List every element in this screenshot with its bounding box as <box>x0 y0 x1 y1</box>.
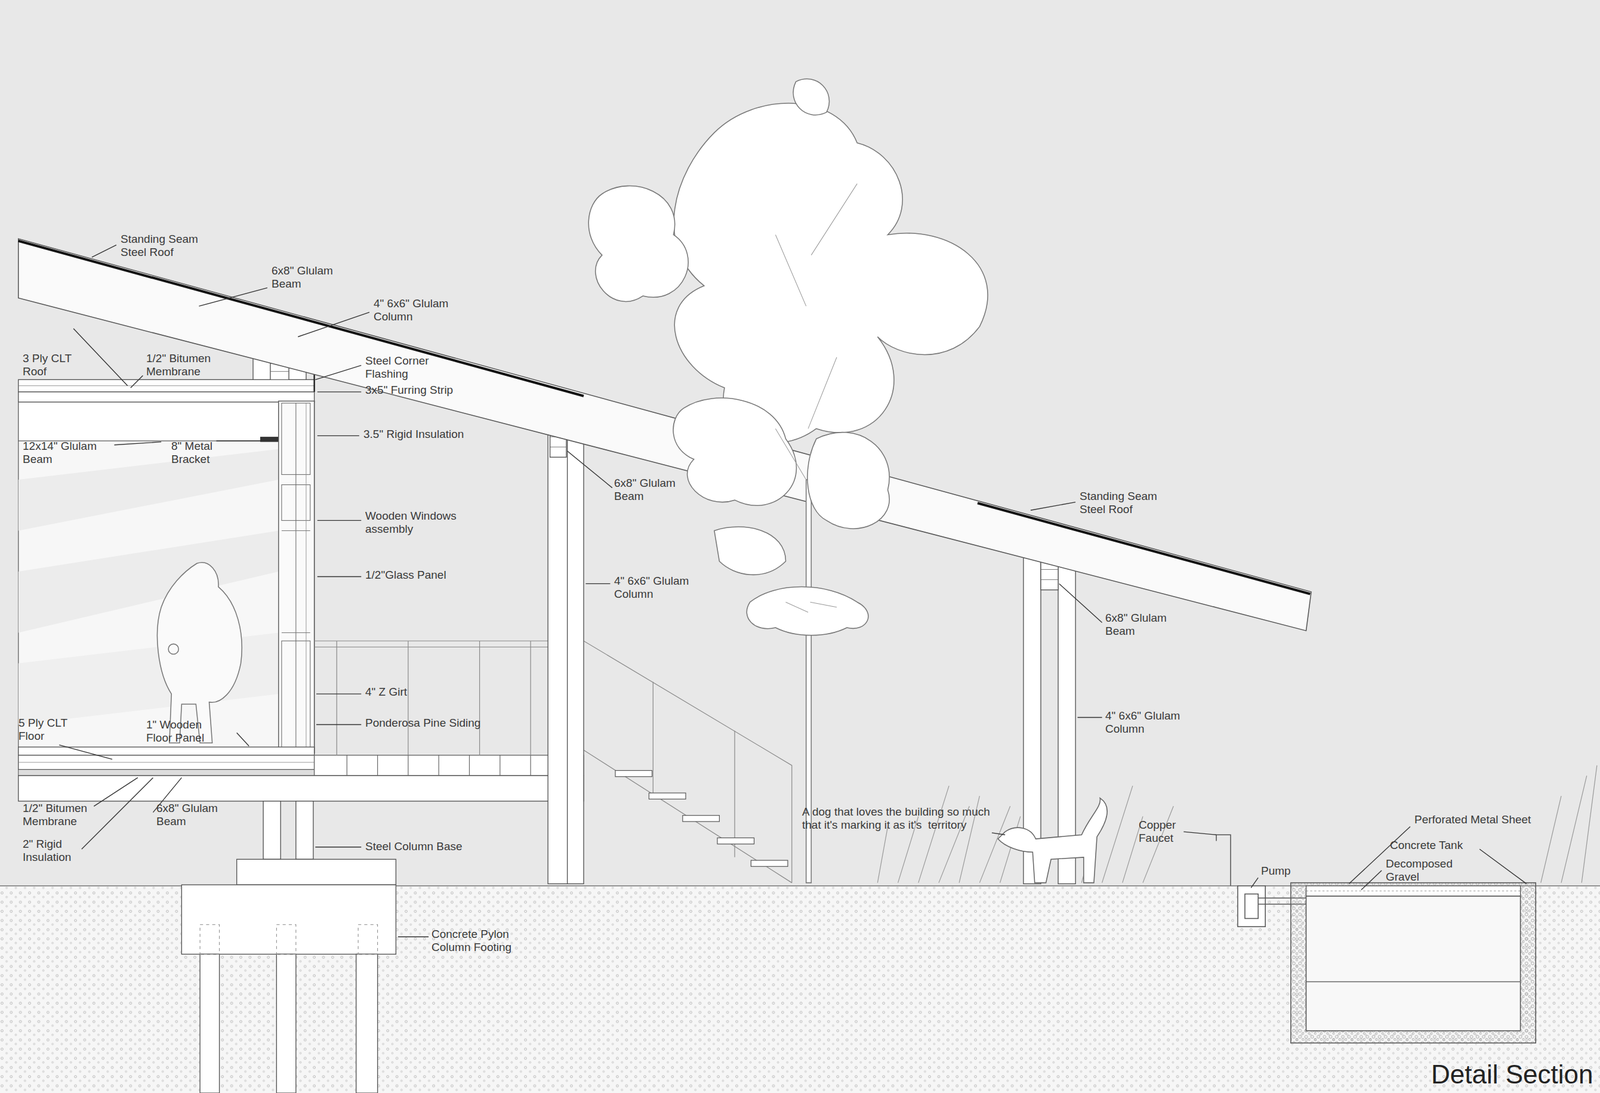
callout-label: 8" Metal Bracket <box>171 439 233 467</box>
drawing-caption: Detail Section <box>1431 1059 1593 1090</box>
callout-label: Copper Faucet <box>1138 818 1190 846</box>
callout-label: 6x8" Glulam Beam <box>271 264 354 291</box>
callout-label: 3 Ply CLT Roof <box>22 352 91 379</box>
callout-label: 6x8" Glulam Beam <box>1105 611 1188 638</box>
callout-label: 1/2"Glass Panel <box>365 568 447 582</box>
callout-label: 4" Z Girt <box>365 685 408 699</box>
callout-label: Concrete Pylon Column Footing <box>431 928 532 955</box>
callout-label: Wooden Windows assembly <box>365 509 466 536</box>
callout-label: 4" 6x6" Glulam Column <box>373 297 474 324</box>
callout-label: Ponderosa Pine Siding <box>365 716 481 730</box>
callout-label: Standing Seam Steel Roof <box>1079 489 1174 517</box>
callout-label: Decomposed Gravel <box>1385 857 1460 884</box>
callout-label: 4" 6x6" Glulam Column <box>1105 709 1206 736</box>
callout-label: 6x8" Glulam Beam <box>156 802 239 829</box>
callout-label: Perforated Metal Sheet <box>1414 813 1531 827</box>
callout-label: 4" 6x6" Glulam Column <box>614 574 715 601</box>
callout-label: Concrete Tank <box>1389 839 1463 853</box>
callout-label: 1" Wooden Floor Panel <box>146 718 228 745</box>
callout-label: Steel Column Base <box>365 840 463 854</box>
callout-label: 2" Rigid Insulation <box>22 837 97 865</box>
callout-label: 12x14" Glulam Beam <box>22 439 117 467</box>
callout-label: 3.5" Rigid Insulation <box>363 427 464 442</box>
callout-label: 1/2" Bitumen Membrane <box>146 352 234 379</box>
callout-label: 6x8" Glulam Beam <box>614 476 696 504</box>
callout-label: A dog that loves the building so much th… <box>802 805 991 832</box>
callout-label: Steel Corner Flashing <box>365 354 453 381</box>
callout-label: 5 Ply CLT Floor <box>18 716 86 744</box>
callout-label: Standing Seam Steel Roof <box>120 232 215 260</box>
callout-label: 3x5" Furring Strip <box>365 383 453 397</box>
callout-label: 1/2" Bitumen Membrane <box>22 802 111 829</box>
callout-label: Pump <box>1261 864 1291 878</box>
